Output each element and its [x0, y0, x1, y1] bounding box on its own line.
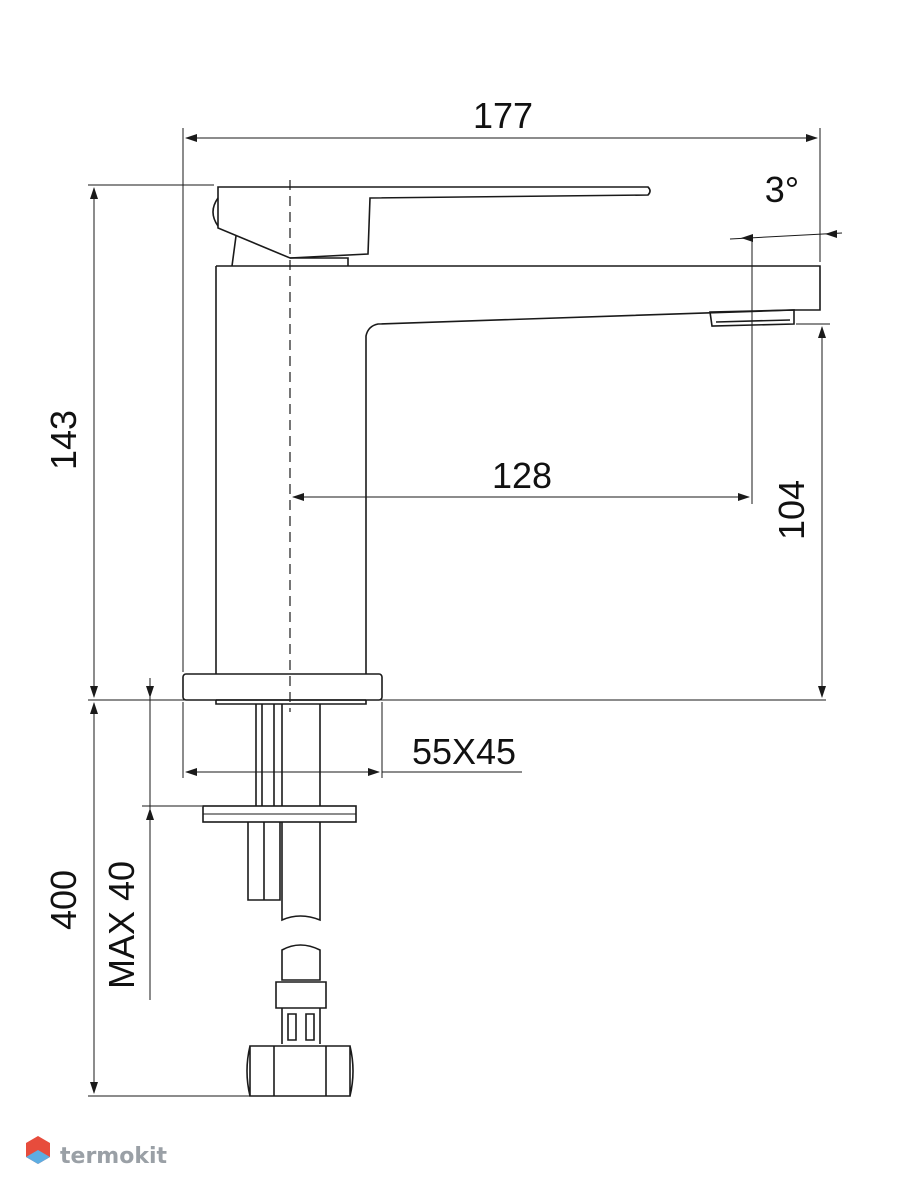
- lower-hose: [281, 822, 321, 922]
- dimension-lines: [88, 128, 843, 1097]
- dim-128-label: 128: [492, 455, 552, 496]
- faucet-body: [182, 186, 821, 1097]
- handle-joint: [231, 235, 349, 267]
- mounting-stud: [255, 704, 275, 806]
- aerator: [709, 309, 795, 327]
- hose-break: [281, 944, 321, 981]
- hose-pipe: [281, 704, 321, 806]
- dim-angle-label: 3°: [765, 169, 799, 210]
- logo-hex-lower-icon: [26, 1150, 50, 1164]
- brand-name: termokit: [60, 1144, 167, 1169]
- dim-104-label: 104: [771, 480, 812, 540]
- base-plate: [182, 673, 383, 701]
- dim-177-label: 177: [473, 95, 533, 136]
- base-gasket: [215, 699, 367, 705]
- dim-55x45-label: 55X45: [412, 731, 516, 772]
- handle-lever: [217, 186, 651, 259]
- handle-cap: [212, 197, 219, 227]
- dim-max40-label: MAX 40: [101, 861, 142, 989]
- dim-143-label: 143: [43, 410, 84, 470]
- lower-stud: [247, 822, 281, 901]
- hex-nut: [246, 1045, 354, 1097]
- brand-logo: termokit: [26, 1136, 167, 1169]
- dim-400-label: 400: [43, 870, 84, 930]
- main-body: [215, 265, 821, 674]
- hose-fitting: [275, 981, 327, 1044]
